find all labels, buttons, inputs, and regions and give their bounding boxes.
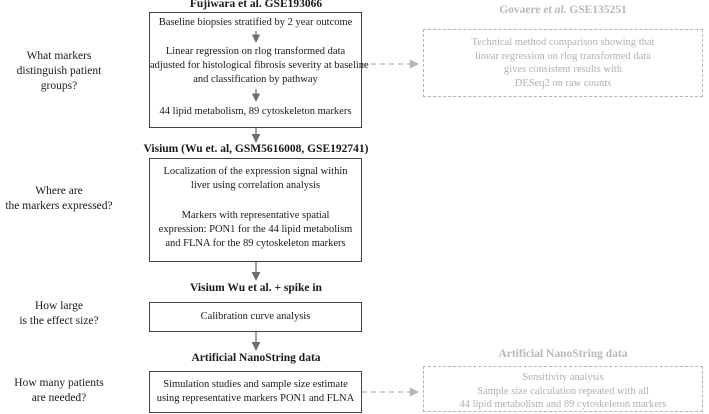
side1-title: Govaere et al. GSE135251: [423, 4, 703, 16]
question-line: are needed?: [31, 392, 87, 404]
stage1-step-b-line-1: Linear regression on rlog transformed da…: [165, 46, 346, 57]
side1-box: Technical method comparison showing that…: [423, 29, 703, 97]
question-sample-size: How many patients are needed?: [0, 376, 118, 406]
side1-title-prefix: Govaere: [499, 4, 544, 16]
stage2-box: Localization of the expression signal wi…: [149, 158, 362, 262]
stage2-title: Visium (Wu et. al, GSM5616008, GSE192741…: [143, 143, 369, 155]
stage3-text: Calibration curve analysis: [200, 311, 311, 322]
side2-line: 44 lipid metabolism and 89 cytoskeleton …: [459, 399, 667, 410]
stage4-line-2: using representative markers PON1 and FL…: [156, 393, 355, 404]
side2-line: Sensitivity analysis: [522, 372, 604, 383]
question-line: How many patients: [14, 377, 104, 389]
stage3-title: Visium Wu et al. + spike in: [190, 282, 322, 294]
stage1-step-b-line-2: adjusted for histological fibrosis sever…: [150, 60, 369, 71]
question-line: Where are: [35, 185, 83, 197]
stage1-box: Baseline biopsies stratified by 2 year o…: [149, 12, 369, 128]
side1-line: DESeq2 on raw counts: [514, 77, 612, 89]
question-line: is the effect size?: [19, 315, 99, 327]
stage4-box: Simulation studies and sample size estim…: [149, 371, 362, 413]
stage1-step-b-line-3: and classification by pathway: [193, 74, 318, 85]
side2-line: Sample size calculation repeated with al…: [477, 385, 649, 397]
side1-title-suffix: GSE135251: [566, 4, 627, 16]
stage2-para2-line-1: Markers with representative spatial: [181, 210, 330, 221]
stage3-box: Calibration curve analysis: [149, 302, 362, 332]
question-line: distinguish patient groups?: [16, 65, 102, 92]
stage2-para2-line-2: expression: PON1 for the 44 lipid metabo…: [158, 224, 353, 235]
question-line: What markers: [26, 50, 92, 62]
side1-line: gives consistent results with: [503, 64, 623, 75]
stage2-para1-line-2: liver using correlation analysis: [190, 180, 321, 191]
question-marker-distinction: What markers distinguish patient groups?: [0, 49, 118, 94]
stage4-title: Artificial NanoString data: [191, 352, 321, 364]
stage2-para1-line-1: Localization of the expression signal wi…: [163, 166, 348, 177]
question-effect-size: How large is the effect size?: [0, 299, 118, 329]
side1-line: linear regression on rlog transformed da…: [475, 50, 651, 62]
stage1-step-a: Baseline biopsies stratified by 2 year o…: [158, 17, 353, 28]
stage1-title: Fujiwara et al. GSE193066: [189, 0, 323, 10]
side1-line: Technical method comparison showing that: [471, 37, 655, 48]
side2-title: Artificial NanoString data: [498, 348, 628, 360]
stage4-line-1: Simulation studies and sample size estim…: [163, 379, 348, 390]
question-marker-location: Where are the markers expressed?: [0, 184, 118, 214]
stage2-para2-line-3: and FLNA for the 89 cytoskeleton markers: [165, 238, 346, 249]
stage1-step-c: 44 lipid metabolism, 89 cytoskeleton mar…: [159, 106, 352, 117]
side2-box: Sensitivity analysis Sample size calcula…: [423, 366, 703, 412]
side1-title-italic: et al.: [543, 4, 567, 16]
question-line: the markers expressed?: [5, 200, 113, 212]
question-line: How large: [34, 300, 83, 312]
